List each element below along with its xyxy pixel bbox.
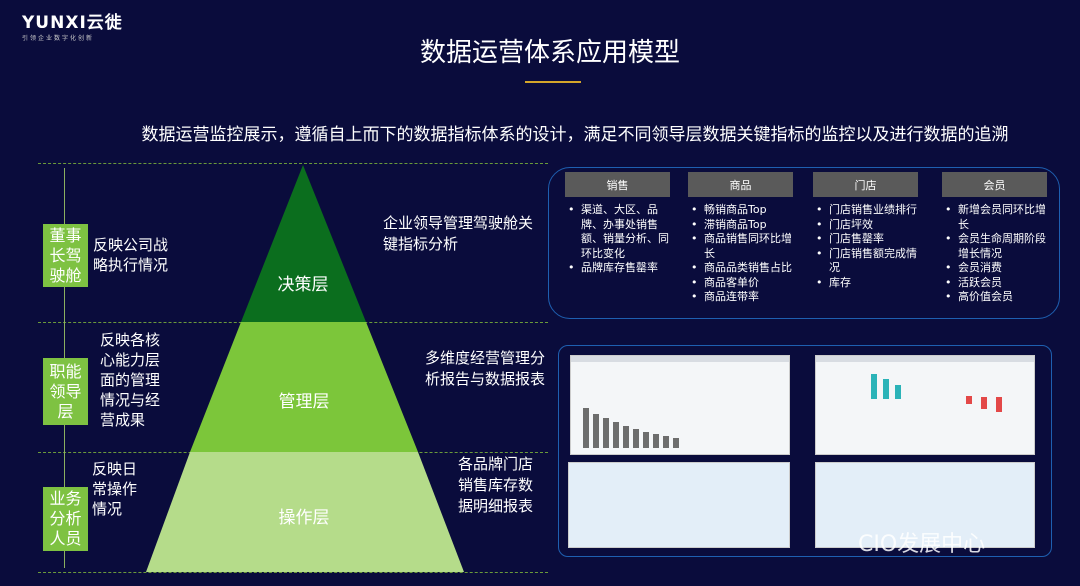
list-item: 活跃会员 [942,276,1047,291]
title-underline [525,81,581,83]
list-item: 商品销售同环比增长 [688,232,793,261]
column-header: 销售 [565,172,670,197]
report-thumbnail [570,355,790,455]
column-members: 会员 新增会员同环比增长会员生命周期阶段增长情况会员消费活跃会员高价值会员 [942,172,1047,305]
report-thumbnail [815,355,1035,455]
divider [38,163,548,164]
list-item: 新增会员同环比增长 [942,203,1047,232]
column-sales: 销售 渠道、大区、品牌、办事处销售额、销量分析、同环比变化品牌库存售罄率 [565,172,670,276]
list-item: 渠道、大区、品牌、办事处销售额、销量分析、同环比变化 [565,203,670,261]
list-item: 品牌库存售罄率 [565,261,670,276]
list-item: 会员生命周期阶段增长情况 [942,232,1047,261]
list-item: 商品品类销售占比 [688,261,793,276]
metrics-panel [548,167,1060,319]
subtitle: 数据运营监控展示，遵循自上而下的数据指标体系的设计，满足不同领导层数据关键指标的… [141,125,1009,145]
column-header: 会员 [942,172,1047,197]
logo-sub: 引领企业数字化创新 [22,35,95,42]
role-function-leader: 职能领导层 [43,358,88,425]
report-thumbnail [815,462,1035,548]
divider [38,572,548,573]
list-item: 库存 [813,276,918,291]
role-desc: 反映各核心能力层面的管理情况与经营成果 [100,331,161,429]
layer-decision: 决策层 [277,275,329,295]
layer-desc: 各品牌门店销售库存数据明细报表 [458,455,534,515]
watermark: CIO发展中心 [858,532,986,557]
list-item: 门店销售额完成情况 [813,247,918,276]
column-products: 商品 畅销商品Top滞销商品Top商品销售同环比增长商品品类销售占比商品客单价商… [688,172,793,305]
layer-desc: 企业领导管理驾驶舱关键指标分析 [383,214,534,253]
column-header: 商品 [688,172,793,197]
page-title: 数据运营体系应用模型 [419,38,680,68]
column-header: 门店 [813,172,918,197]
list-item: 商品连带率 [688,290,793,305]
logo: YUNXI云徙 引领企业数字化创新 [22,8,123,42]
pyramid-top [241,165,366,322]
list-item: 门店坪效 [813,218,918,233]
logo-main: YUNXI云徙 [22,13,123,33]
role-desc: 反映日常操作情况 [92,460,138,518]
list-item: 高价值会员 [942,290,1047,305]
pyramid-bottom [146,452,464,572]
layer-desc: 多维度经营管理分析报告与数据报表 [425,349,546,388]
list-item: 门店售罄率 [813,232,918,247]
role-chairman: 董事长驾驶舱 [43,224,88,287]
list-item: 门店销售业绩排行 [813,203,918,218]
list-item: 滞销商品Top [688,218,793,233]
report-thumbnail [568,462,790,548]
report-thumbnails-frame [558,345,1052,557]
list-item: 畅销商品Top [688,203,793,218]
layer-operation: 操作层 [278,508,330,528]
list-item: 会员消费 [942,261,1047,276]
role-desc: 反映公司战略执行情况 [93,236,169,274]
role-analyst: 业务分析人员 [43,487,88,551]
pyramid-middle [190,322,418,452]
layer-management: 管理层 [278,392,330,412]
list-item: 商品客单价 [688,276,793,291]
column-stores: 门店 门店销售业绩排行门店坪效门店售罄率门店销售额完成情况库存 [813,172,918,290]
